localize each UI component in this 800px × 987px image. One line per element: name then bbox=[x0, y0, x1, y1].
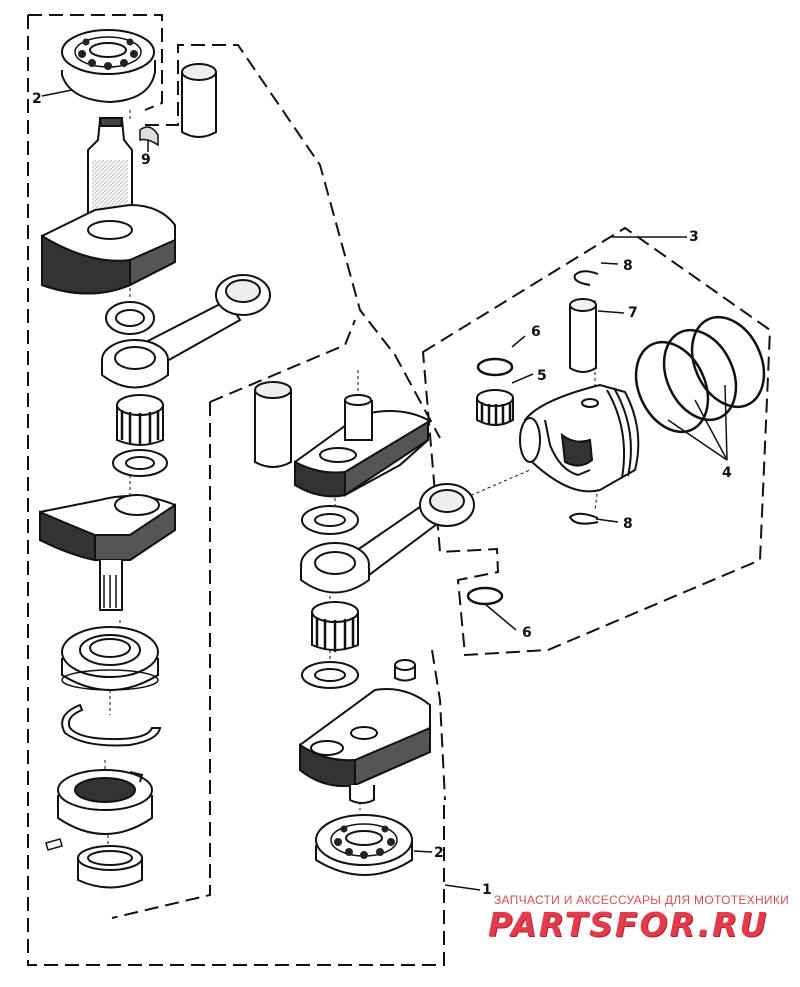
circlip-bottom bbox=[568, 512, 599, 525]
callout-2-top: 2 bbox=[32, 91, 42, 107]
lower-bushing bbox=[77, 845, 143, 889]
callout-3: 3 bbox=[689, 229, 699, 245]
crank-pin-middle bbox=[254, 381, 292, 468]
crank-pin-top bbox=[181, 63, 217, 138]
dashed-group-outline-3 bbox=[421, 226, 772, 657]
bottom-crank-web bbox=[299, 659, 431, 804]
watermark-tagline: ЗАПЧАСТИ И АКСЕССУАРЫ ДЛЯ МОТОТЕХНИКИ bbox=[494, 893, 790, 907]
bearing-sleeve bbox=[57, 769, 153, 835]
callout-2-bottom: 2 bbox=[434, 845, 444, 861]
woodruff-key bbox=[139, 126, 159, 147]
callout-7: 7 bbox=[628, 305, 638, 321]
snap-ring-large bbox=[61, 703, 162, 747]
callout-9: 9 bbox=[141, 152, 151, 168]
callout-6-bottom: 6 bbox=[522, 625, 532, 641]
thrust-washer-lower bbox=[301, 661, 359, 689]
piston-rings bbox=[634, 315, 766, 434]
center-main-bearing bbox=[61, 626, 159, 691]
thrust-washer-middle bbox=[301, 505, 359, 535]
needle-bearing-upper bbox=[116, 394, 164, 446]
needle-bearing-middle bbox=[311, 601, 359, 652]
locating-pin bbox=[45, 838, 63, 851]
callout-8-top: 8 bbox=[623, 258, 633, 274]
dashed-group-outline-1 bbox=[27, 14, 446, 966]
callouts: 2 9 2 1 3 8 7 6 5 4 8 6 bbox=[32, 91, 732, 898]
piston-pin-bearing bbox=[476, 389, 514, 426]
connecting-rod-upper bbox=[101, 274, 271, 389]
circlip-top bbox=[573, 270, 599, 286]
piston bbox=[519, 383, 640, 493]
callout-6-top: 6 bbox=[531, 324, 541, 340]
callout-1: 1 bbox=[482, 882, 492, 898]
watermark-logo: PARTSFOR.RU bbox=[488, 905, 769, 944]
callout-5: 5 bbox=[537, 368, 547, 384]
callout-8-bottom: 8 bbox=[623, 516, 633, 532]
upper-crankshaft bbox=[41, 117, 176, 295]
thrust-washer-piston-bottom bbox=[466, 586, 504, 606]
main-bearing-top bbox=[61, 29, 156, 104]
thrust-washer-piston-top bbox=[476, 357, 514, 377]
callout-4: 4 bbox=[722, 465, 732, 481]
lower-crankshaft-left bbox=[39, 494, 176, 611]
thrust-washer-upper bbox=[112, 449, 168, 477]
main-bearing-bottom bbox=[315, 814, 413, 876]
connecting-rod-lower bbox=[300, 483, 475, 594]
piston-pin bbox=[569, 298, 597, 373]
middle-crank-web bbox=[294, 394, 429, 498]
leader-lines bbox=[41, 89, 728, 891]
